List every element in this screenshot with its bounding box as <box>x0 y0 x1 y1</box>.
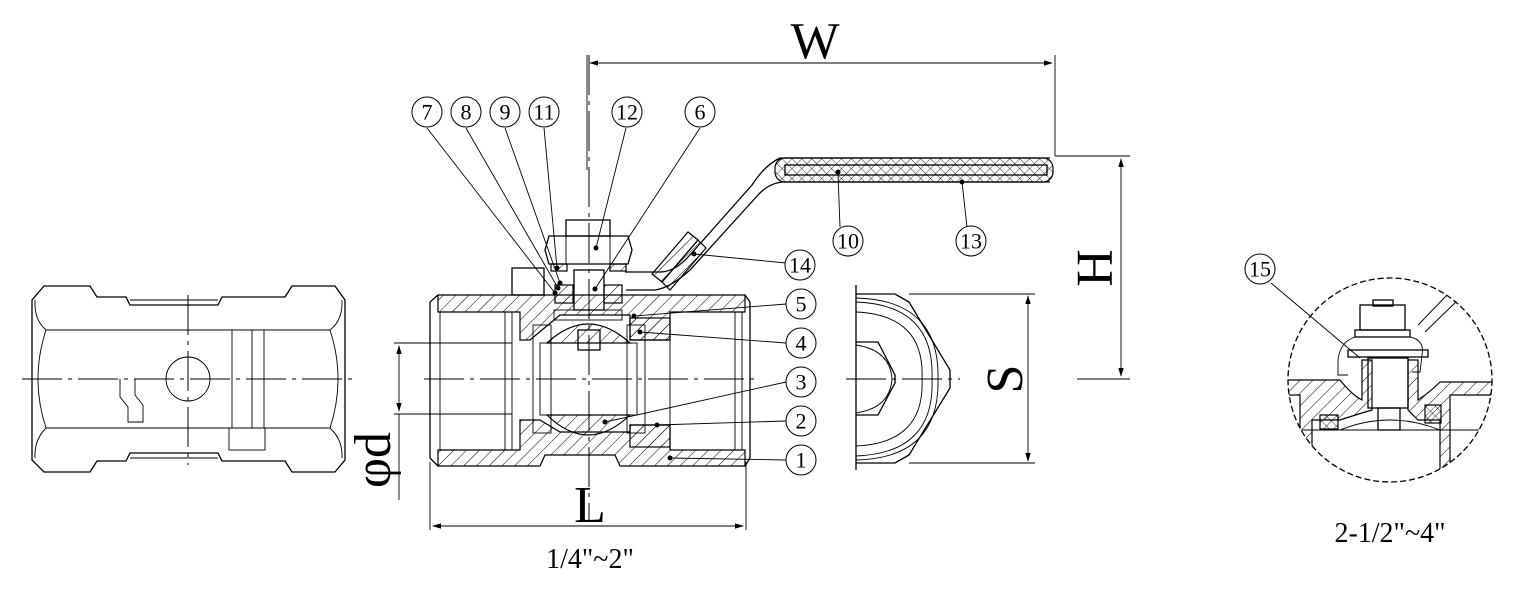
size-range-large: 2-1/2"~4" <box>1334 518 1445 549</box>
balloon-label: 9 <box>500 100 511 125</box>
balloon-2: 2 <box>785 405 817 437</box>
dimension-s-label: S <box>977 365 1034 394</box>
leader-dots <box>552 169 965 461</box>
balloon-1: 1 <box>785 444 817 476</box>
end-view <box>846 285 1035 470</box>
balloon-6: 6 <box>684 96 716 128</box>
leader-lines <box>426 127 1361 461</box>
section-view <box>424 55 1054 520</box>
balloon-label: 5 <box>796 292 807 317</box>
balloon-14: 14 <box>784 249 816 281</box>
balloon-label: 3 <box>796 370 807 395</box>
balloon-label: 12 <box>616 100 638 125</box>
balloon-label: 14 <box>789 253 811 278</box>
detail-view <box>1287 277 1493 483</box>
balloon-15: 15 <box>1244 253 1276 285</box>
balloon-11: 11 <box>528 96 560 128</box>
balloon-9: 9 <box>489 96 521 128</box>
balloon-label: 11 <box>533 100 554 125</box>
balloon-13: 13 <box>955 225 987 257</box>
dimension-w-label: W <box>790 13 839 70</box>
dimension-lines <box>394 55 1130 530</box>
balloon-label: 7 <box>422 100 433 125</box>
top-view <box>22 285 355 473</box>
balloon-12: 12 <box>611 96 643 128</box>
balloon-label: 8 <box>461 100 472 125</box>
size-range-small: 1/4"~2" <box>546 544 634 575</box>
balloon-4: 4 <box>785 327 817 359</box>
balloon-label: 4 <box>796 331 807 356</box>
balloon-10: 10 <box>832 225 864 257</box>
balloon-label: 13 <box>960 229 982 254</box>
dimension-l-label: L <box>574 477 606 534</box>
balloon-3: 3 <box>785 366 817 398</box>
balloon-label: 2 <box>796 409 807 434</box>
balloon-label: 6 <box>695 100 706 125</box>
dimension-bore-label: φd <box>345 432 402 488</box>
balloon-label: 15 <box>1249 257 1271 282</box>
balloon-label: 10 <box>837 229 859 254</box>
balloon-8: 8 <box>450 96 482 128</box>
dimension-h-label: H <box>1067 249 1124 287</box>
balloon-label: 1 <box>796 448 807 473</box>
balloon-5: 5 <box>785 288 817 320</box>
balloon-7: 7 <box>411 96 443 128</box>
